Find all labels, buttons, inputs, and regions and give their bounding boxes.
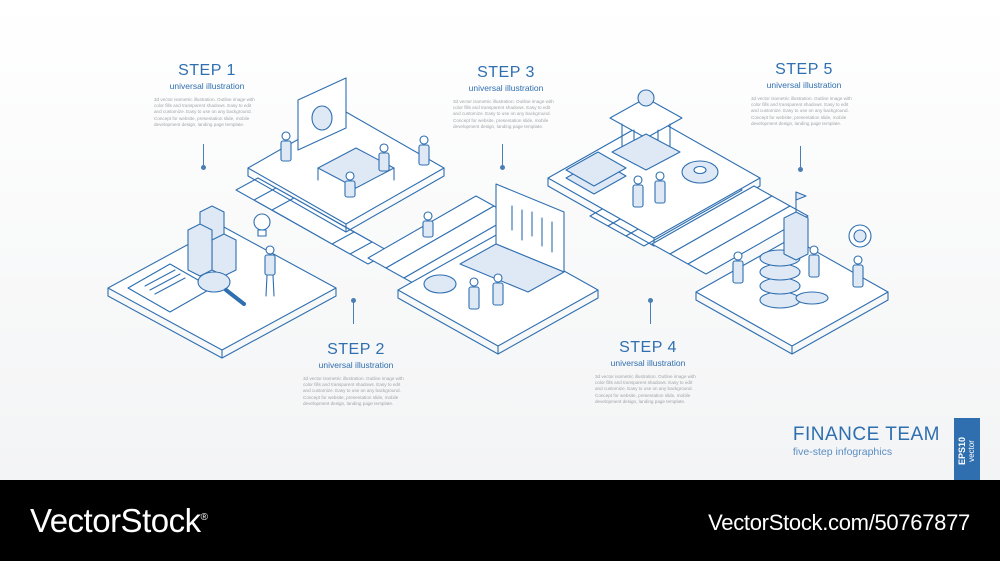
image-url[interactable]: VectorStock.com/50767877	[708, 510, 970, 535]
step1-description: 3d vector isometric illustration. Outlin…	[154, 97, 255, 127]
step3-subtitle: universal illustration	[468, 83, 544, 93]
step2-presentation-board-icon	[297, 77, 347, 151]
step2-title: STEP 2	[327, 341, 385, 358]
step4-money-stack-icon	[565, 151, 627, 195]
step1-title: STEP 1	[178, 62, 236, 79]
eps-badge: EPS10 vector	[954, 418, 980, 480]
step3-laptop-icon	[459, 183, 565, 293]
stairs-4	[651, 185, 809, 275]
step4-platform	[547, 117, 761, 247]
headline-title: FINANCE TEAM	[792, 424, 940, 445]
step1-chart-bars-icon	[187, 205, 237, 277]
step1-magnifier-icon	[197, 271, 246, 306]
eps-badge-line1: EPS10	[957, 436, 967, 466]
step2-label: STEP 2 universal illustration 3d vector …	[256, 341, 456, 407]
brand-name: VectorStock	[30, 502, 201, 539]
step1-label: STEP 1 universal illustration 3d vector …	[107, 62, 307, 128]
isometric-scene	[107, 77, 889, 359]
step4-description: 3d vector isometric illustration. Outlin…	[595, 374, 696, 404]
headline-subtitle: five-step infographics	[792, 446, 893, 458]
headline: FINANCE TEAM five-step infographics	[793, 424, 940, 458]
step4-gear-icon	[681, 160, 719, 184]
step1-person-figure	[264, 245, 276, 297]
step1-subtitle: universal illustration	[169, 81, 245, 91]
trademark-symbol: ®	[200, 512, 208, 523]
step5-subtitle: universal illustration	[766, 80, 842, 90]
step4-title: STEP 4	[619, 339, 677, 356]
step3-label: STEP 3 universal illustration 3d vector …	[406, 64, 606, 130]
step3-people-figures	[468, 273, 504, 310]
step5-title: STEP 5	[775, 61, 833, 78]
step5-coin-stack-icon	[759, 249, 829, 309]
step2-sitting-person	[422, 211, 434, 238]
step3-connector	[500, 144, 505, 170]
eps-badge-line2: vector	[967, 440, 976, 462]
step3-title: STEP 3	[477, 64, 535, 81]
step2-people-figures	[280, 131, 430, 198]
step5-target-icon	[848, 224, 872, 248]
step2-meeting-table-icon	[317, 147, 395, 189]
step3-cycle-arrows-icon	[423, 274, 457, 294]
step4-bank-icon	[609, 89, 683, 171]
step4-connector	[648, 298, 653, 324]
infographic-canvas: STEP 1 universal illustration 3d vector …	[0, 0, 1000, 480]
step4-subtitle: universal illustration	[610, 358, 686, 368]
stairs-1	[235, 177, 391, 265]
step5-label: STEP 5 universal illustration 3d vector …	[704, 61, 904, 127]
step1-lightbulb-icon	[253, 213, 271, 237]
step4-label: STEP 4 universal illustration 3d vector …	[548, 339, 748, 405]
step2-subtitle: universal illustration	[318, 360, 394, 370]
step2-description: 3d vector isometric illustration. Outlin…	[303, 376, 404, 406]
step3-description: 3d vector isometric illustration. Outlin…	[453, 99, 554, 129]
footer-bar: VectorStock® VectorStock.com/50767877	[0, 480, 1000, 561]
step5-description: 3d vector isometric illustration. Outlin…	[751, 96, 852, 126]
step5-connector	[798, 146, 803, 172]
step5-bars-icon	[783, 191, 809, 261]
step5-celebrating-figures	[732, 245, 864, 288]
step4-handshake-figures	[632, 171, 666, 208]
brand-logo[interactable]: VectorStock®	[30, 502, 208, 540]
step2-connector	[351, 298, 356, 324]
step1-connector	[201, 144, 206, 170]
